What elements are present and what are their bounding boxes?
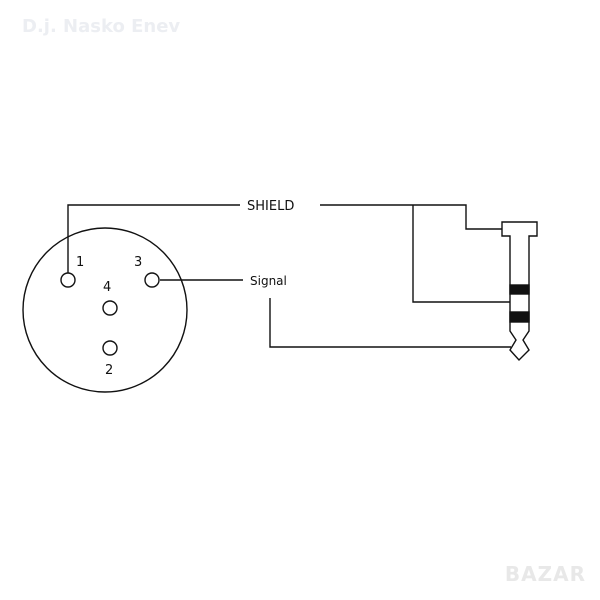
pin-label-2: 2 [105, 363, 113, 378]
signal-label: Signal [250, 274, 287, 288]
trs-ring-band-2 [509, 311, 530, 323]
pin-label-4: 4 [103, 280, 111, 295]
shield-wire-left [67, 204, 240, 273]
pin-label-1: 1 [76, 255, 84, 270]
xlr-connector-body [22, 227, 188, 393]
signal-wire-tip [269, 298, 511, 348]
pin-2 [102, 340, 118, 356]
pin-label-3: 3 [134, 255, 142, 270]
shield-label: SHIELD [247, 199, 294, 214]
shield-wire-sleeve [412, 205, 510, 303]
pin-3 [144, 272, 160, 288]
pin-1 [60, 272, 76, 288]
pin-4 [102, 300, 118, 316]
watermark: D.j. Nasko Enev [22, 16, 181, 37]
shield-wire-right [320, 204, 502, 230]
trs-ring-band-1 [509, 284, 530, 295]
bazar-logo: BAZAR [504, 562, 586, 586]
trs-plug [501, 221, 538, 362]
